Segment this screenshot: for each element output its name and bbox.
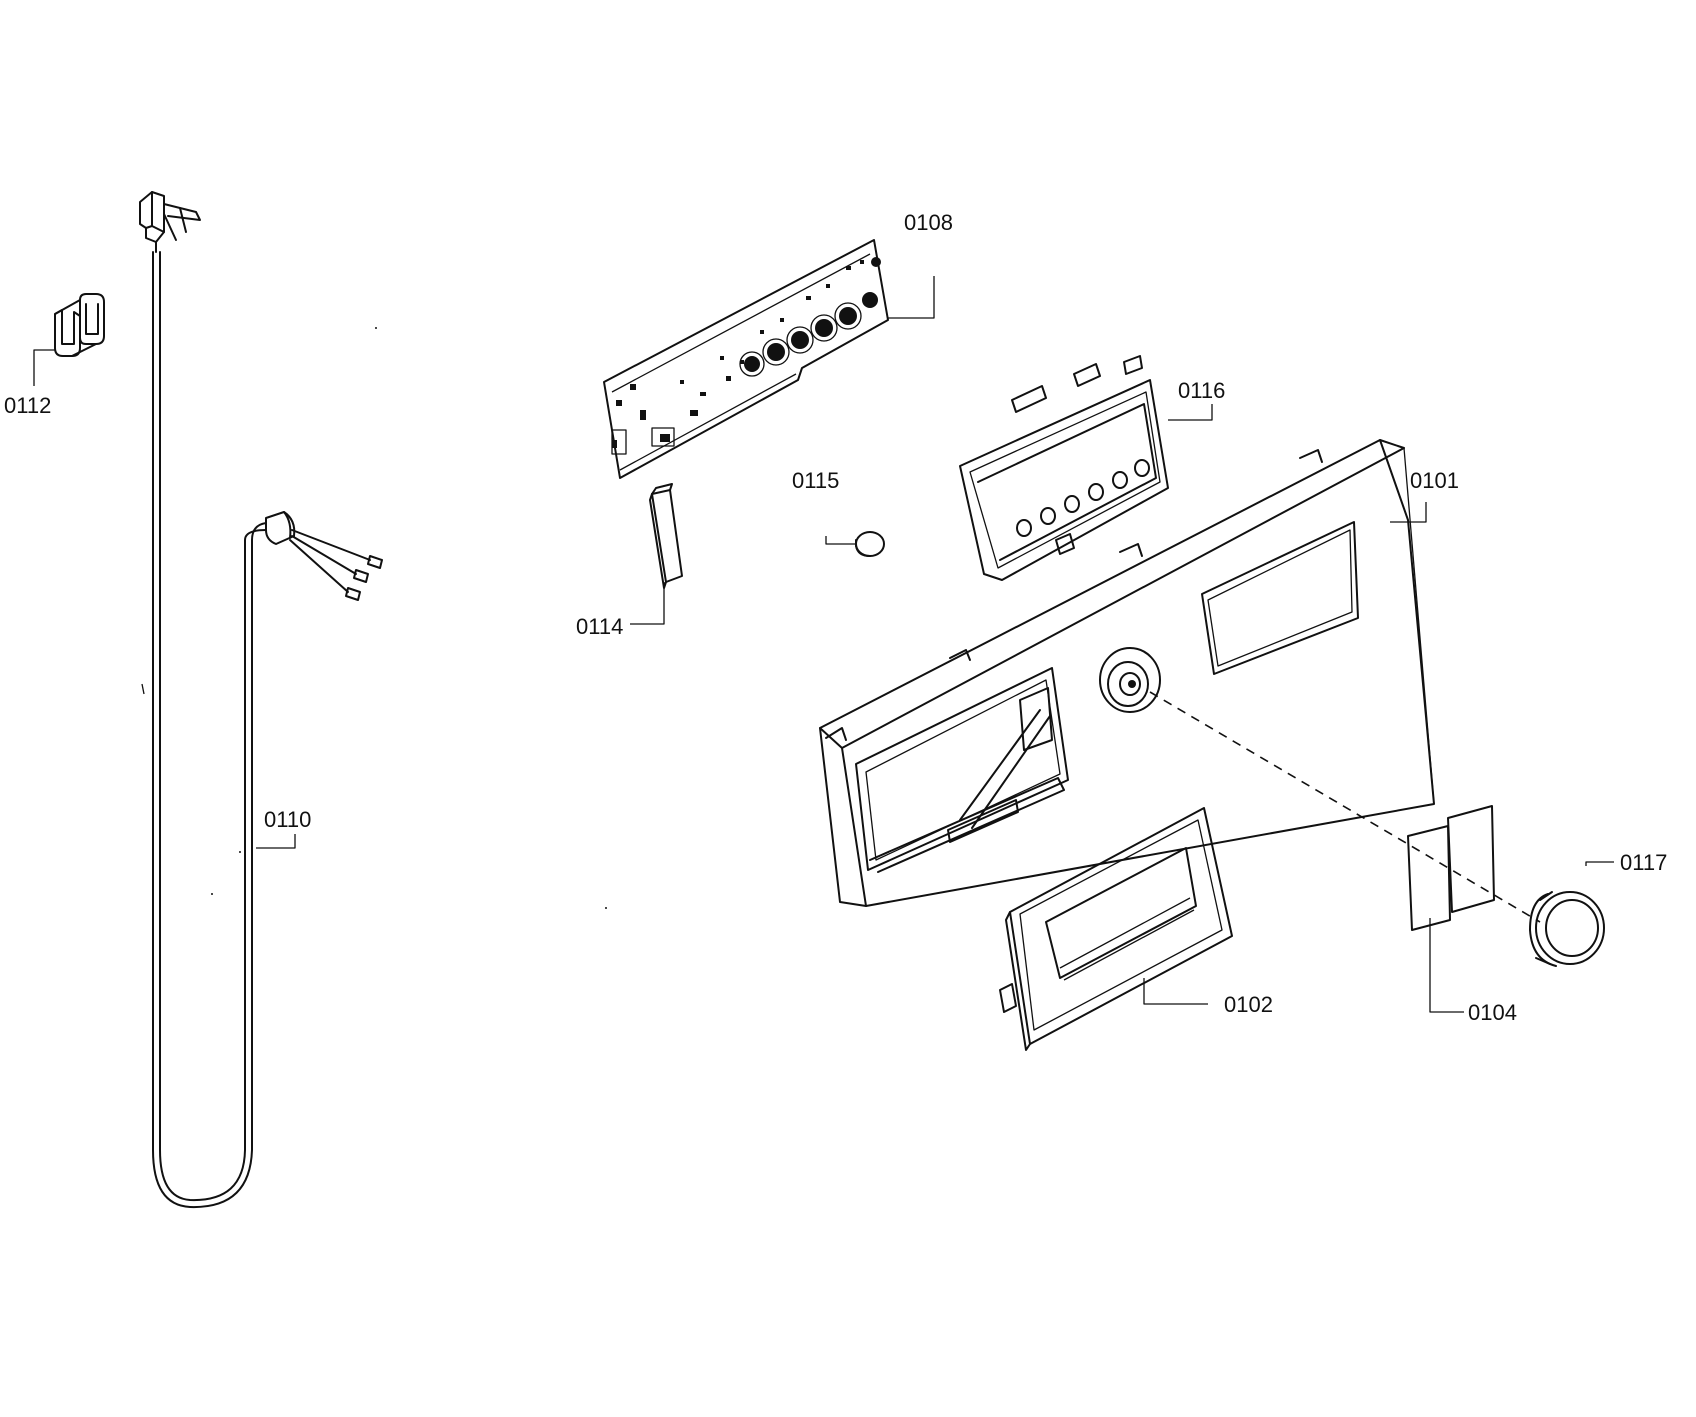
part-0110-mains-cable[interactable] [139,191,383,1209]
label-0110: 0110 [264,807,311,832]
part-0116-button-holder[interactable] [959,355,1169,581]
part-0117-ring[interactable] [1529,891,1605,967]
part-0108-control-pcb[interactable] [603,239,889,479]
part-0104-covers[interactable] [1407,805,1495,931]
part-0112-clip[interactable] [54,293,105,357]
pcb-components [611,257,881,455]
button-holder-holes [1016,459,1150,537]
label-0112: 0112 [4,393,51,418]
part-0115-button[interactable] [855,531,885,557]
label-0117: 0117 [1620,850,1667,875]
part-labels: 0112 0110 0108 0114 0115 0116 0101 0102 … [4,210,1667,1025]
part-0102-drawer-handle[interactable] [999,807,1233,1051]
label-0114: 0114 [576,614,623,639]
label-0116: 0116 [1178,378,1225,403]
part-0114-light-guide[interactable] [649,483,683,589]
leader-lines [33,276,1614,1013]
label-0101: 0101 [1410,468,1459,493]
label-0104: 0104 [1468,1000,1517,1025]
stray-marks [141,327,607,909]
label-0102: 0102 [1224,992,1273,1017]
assembly-axis-line [1149,691,1541,923]
label-0115: 0115 [792,468,839,493]
label-0108: 0108 [904,210,953,235]
part-0101-fascia-panel[interactable] [819,439,1435,907]
